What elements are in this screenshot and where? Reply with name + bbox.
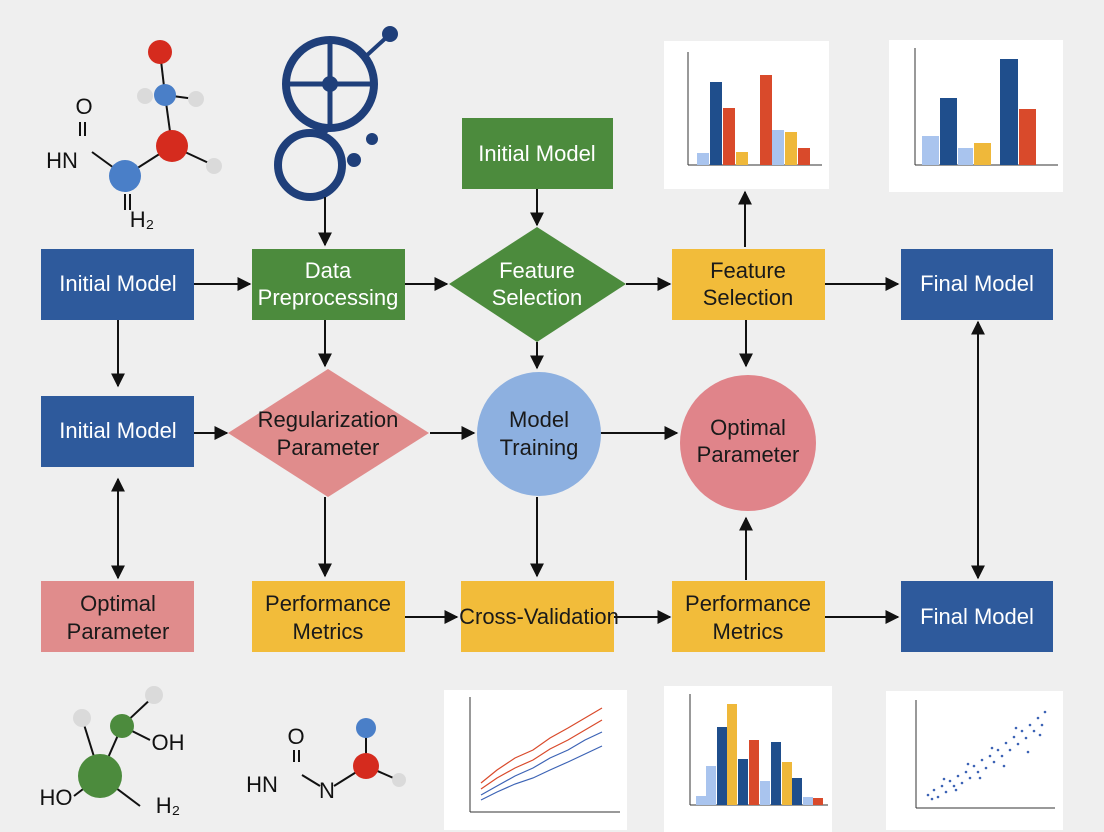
node-label: Initial Model: [59, 271, 176, 296]
node-label: Parameter: [277, 435, 380, 460]
connector-arrows: [111, 189, 985, 624]
node-label: Performance: [265, 591, 391, 616]
node-label: Optimal: [710, 415, 786, 440]
node-label: Selection: [492, 285, 583, 310]
node-cross-validation[interactable]: Cross-Validation: [459, 581, 619, 652]
node-label: Metrics: [293, 619, 364, 644]
bar-chart-thumbnail: [889, 40, 1063, 192]
atom-label: N: [319, 778, 335, 803]
node-initial-model[interactable]: Initial Model: [41, 396, 194, 467]
node-performance-metrics[interactable]: Performance Metrics: [252, 581, 405, 652]
node-label: Regularization: [258, 407, 399, 432]
node-final-model[interactable]: Final Model: [901, 249, 1053, 320]
node-label: Data: [305, 258, 352, 283]
node-label: Parameter: [67, 619, 170, 644]
node-regularization-parameter[interactable]: Regularization Parameter: [228, 369, 429, 497]
node-label: Performance: [685, 591, 811, 616]
bar-chart-thumbnail: [664, 41, 829, 189]
node-optimal-parameter[interactable]: Optimal Parameter: [41, 581, 194, 652]
node-model-training[interactable]: Model Training: [477, 372, 601, 496]
node-initial-model[interactable]: Initial Model: [41, 249, 194, 320]
atom-label: O: [287, 724, 304, 749]
node-optimal-parameter-circle[interactable]: Optimal Parameter: [680, 375, 816, 511]
node-final-model[interactable]: Final Model: [901, 581, 1053, 652]
atom-label: HO: [40, 785, 73, 810]
node-label: Selection: [703, 285, 794, 310]
node-feature-selection[interactable]: Feature Selection: [672, 249, 825, 320]
node-label: Feature: [710, 258, 786, 283]
bar-chart-thumbnail: [664, 686, 832, 832]
node-label: Initial Model: [478, 141, 595, 166]
molecule-bottom-mid: O HN N: [246, 718, 406, 803]
node-initial-model[interactable]: Initial Model: [462, 118, 613, 189]
node-label: Cross-Validation: [459, 604, 619, 629]
node-performance-metrics[interactable]: Performance Metrics: [672, 581, 825, 652]
node-label: Final Model: [920, 271, 1034, 296]
node-label: Feature: [499, 258, 575, 283]
node-label: Metrics: [713, 619, 784, 644]
atom-label: O: [75, 94, 92, 119]
node-data-preprocessing[interactable]: Data Preprocessing: [252, 249, 405, 320]
node-label: Parameter: [697, 442, 800, 467]
node-label: Initial Model: [59, 418, 176, 443]
atom-label: HN: [246, 772, 278, 797]
atom-label: H₂: [130, 207, 154, 232]
line-chart-thumbnail: [444, 690, 627, 830]
node-label: Training: [500, 435, 579, 460]
node-label: Optimal: [80, 591, 156, 616]
node-label: Preprocessing: [258, 285, 399, 310]
molecule-top-left: O HN H₂: [46, 40, 222, 232]
node-label: Final Model: [920, 604, 1034, 629]
atom-label: OH: [152, 730, 185, 755]
molecule-bottom-left: OH HO H₂: [40, 686, 185, 818]
node-label: Model: [509, 407, 569, 432]
atom-label: HN: [46, 148, 78, 173]
atom-label: H₂: [156, 793, 180, 818]
scatter-plot-thumbnail: [886, 691, 1063, 830]
node-feature-selection-diamond[interactable]: Feature Selection: [449, 227, 626, 342]
network-graph-icon: [274, 26, 398, 201]
